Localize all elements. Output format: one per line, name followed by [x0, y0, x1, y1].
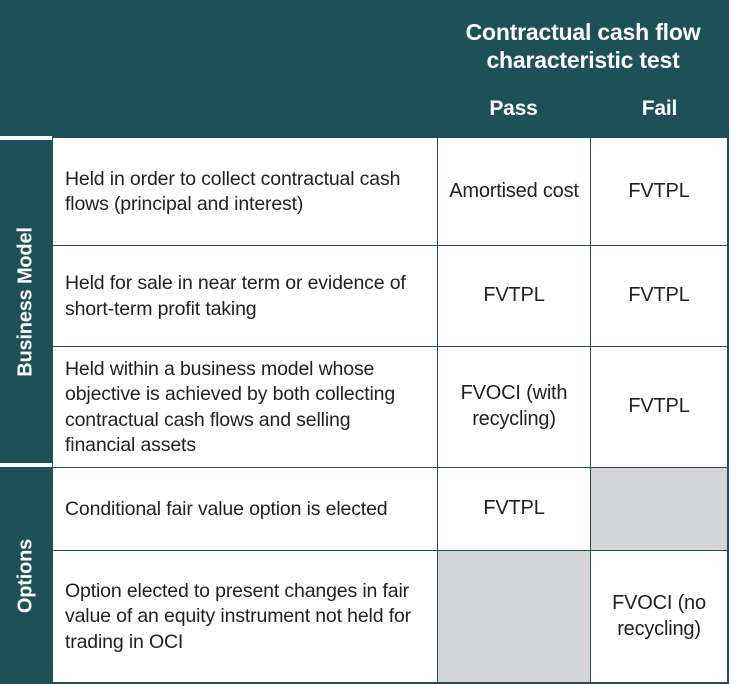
- section-label-options: Options: [0, 467, 52, 684]
- column-header-fail: Fail: [641, 97, 678, 120]
- cell-fail-value: FVTPL: [591, 347, 729, 467]
- header-empty-corner: [0, 0, 437, 136]
- table-row: Held in order to collect contractual cas…: [53, 138, 729, 246]
- row-description: Held for sale in near term or evidence o…: [53, 246, 438, 346]
- pass-fail-header-row: Pass Fail: [437, 88, 729, 130]
- table-row: Conditional fair value option is elected…: [53, 468, 729, 551]
- section-label-business-model-text: Business Model: [14, 226, 37, 377]
- row-description: Held within a business model whose objec…: [53, 347, 438, 467]
- cell-pass-value: FVOCI (with recycling): [438, 347, 591, 467]
- cell-fail-value: FVTPL: [591, 138, 729, 245]
- cell-fail-value: FVOCI (no recycling): [591, 551, 729, 682]
- header-test-block: [437, 0, 729, 136]
- cell-pass-value: Amortised cost: [438, 138, 591, 245]
- table-body-grid: Held in order to collect contractual cas…: [52, 136, 729, 684]
- cell-pass-value: FVTPL: [438, 246, 591, 346]
- row-description: Option elected to present changes in fai…: [53, 551, 438, 682]
- contractual-cash-flow-test-title: Contractual cash flow characteristic tes…: [465, 18, 701, 73]
- table-row: Option elected to present changes in fai…: [53, 551, 729, 684]
- table-row: Held for sale in near term or evidence o…: [53, 246, 729, 347]
- cell-pass-value: FVTPL: [438, 468, 591, 550]
- table-row: Held within a business model whose objec…: [53, 347, 729, 468]
- cell-fail-value: FVTPL: [591, 246, 729, 346]
- section-label-options-text: Options: [14, 538, 37, 613]
- cell-fail-blocked: [591, 468, 729, 550]
- row-description: Conditional fair value option is elected: [53, 468, 438, 550]
- section-label-business-model: Business Model: [0, 140, 52, 463]
- row-description: Held in order to collect contractual cas…: [53, 138, 438, 245]
- cell-pass-blocked: [438, 551, 591, 682]
- column-header-pass: Pass: [489, 97, 538, 120]
- table-header-band: Contractual cash flow characteristic tes…: [0, 0, 729, 136]
